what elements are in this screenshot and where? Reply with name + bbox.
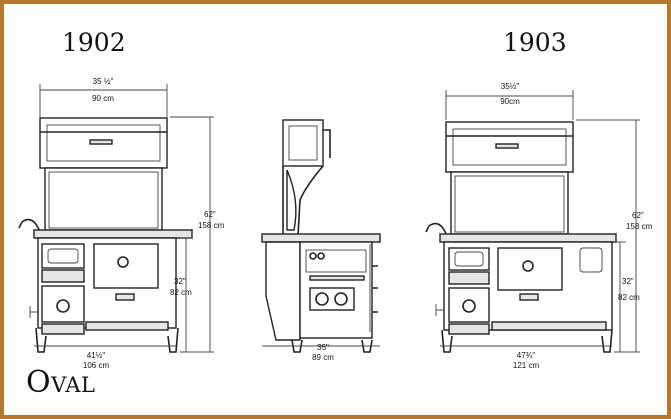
dim-right-bottom-in: 47¾": [517, 351, 536, 360]
dim-left-body-in: 32": [174, 277, 186, 286]
year-label-right: 1903: [503, 28, 567, 57]
dim-left-height-in: 62": [204, 210, 216, 219]
dim-right-top-in: 35½": [501, 82, 520, 91]
dim-side-depth-in: 35": [317, 343, 329, 352]
year-label-left: 1902: [62, 28, 126, 57]
dim-right-body-in: 32": [622, 277, 634, 286]
dim-right-top-cm: 90cm: [500, 97, 520, 106]
stove-1902-front: 35 ½" 90 cm 62" 158 cm: [18, 77, 225, 370]
dim-left-bottom-in: 41½": [87, 351, 106, 360]
dim-right-body-cm: 82 cm: [618, 293, 640, 302]
dim-left-top-in: 35 ½": [93, 77, 114, 86]
brand-initial: O: [26, 365, 52, 400]
dim-right-height-in: 62": [632, 211, 644, 220]
dim-left-body-cm: 82 cm: [170, 288, 192, 297]
stove-1903-front: 35½" 90cm 62" 158 cm 32" 82 cm: [425, 82, 653, 370]
dim-left-top-cm: 90 cm: [92, 94, 114, 103]
dim-side-depth-cm: 89 cm: [312, 353, 334, 362]
dim-left-bottom-cm: 106 cm: [83, 361, 110, 370]
stove-side-view: 35" 89 cm: [261, 119, 381, 362]
dim-right-bottom-cm: 121 cm: [513, 361, 540, 370]
brand-name: Oval: [26, 368, 95, 398]
brand-rest: val: [51, 373, 96, 397]
dim-right-height-cm: 158 cm: [626, 222, 653, 231]
dim-left-height-cm: 158 cm: [198, 221, 225, 230]
